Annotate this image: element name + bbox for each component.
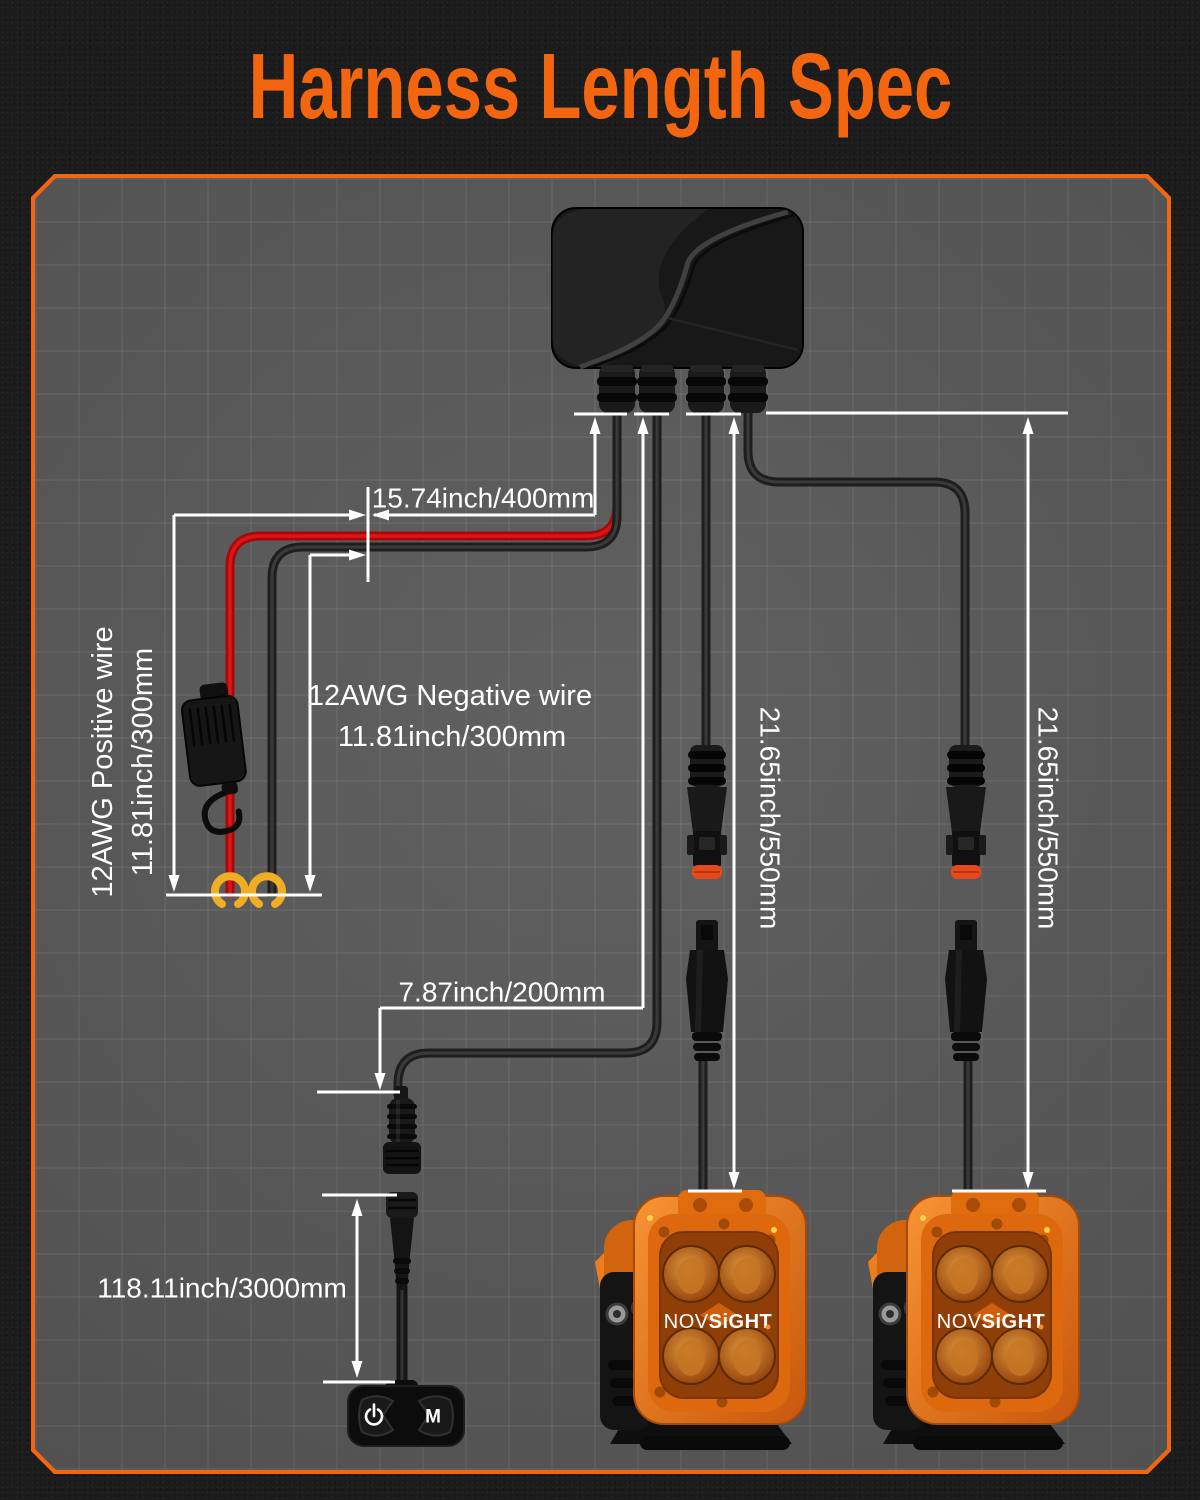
- switch-inline-connector-plug: [383, 1086, 421, 1174]
- negative-ring-terminal: [252, 876, 282, 904]
- control-switch: M: [347, 1380, 465, 1447]
- dim-label-3000mm: 118.11inch/3000mm: [97, 1273, 347, 1304]
- led-light-left: [593, 1188, 808, 1452]
- positive-wire-length-label: 11.81inch/300mm: [127, 648, 159, 876]
- positive-wire-label: 12AWG Positive wire: [87, 626, 119, 897]
- right-light-wire: [743, 410, 970, 750]
- dim-label-550mm-left: 21.65inch/550mm: [755, 707, 786, 930]
- fuse-holder: [180, 682, 247, 835]
- dimension-labels: 15.74inch/400mm 12AWG Positive wire 11.8…: [87, 483, 1064, 1304]
- switch-inline-connector-socket: [386, 1192, 418, 1290]
- led-light-right: [866, 1188, 1081, 1452]
- dim-label-550mm-right: 21.65inch/550mm: [1033, 707, 1064, 930]
- fuse-cap-leash: [201, 790, 243, 835]
- positive-wire-red: [225, 455, 622, 897]
- dim-label-200mm: 7.87inch/200mm: [398, 977, 605, 1008]
- wiring-harness: [225, 410, 973, 1392]
- negative-wire-label: 12AWG Negative wire: [308, 680, 592, 712]
- power-icon: [364, 1403, 384, 1426]
- dimension-lines: [166, 411, 1068, 1384]
- left-dt-connector: [685, 744, 729, 1062]
- controller-box: [551, 207, 804, 413]
- power-button[interactable]: [358, 1395, 395, 1437]
- mode-button-label: M: [425, 1407, 441, 1428]
- dim-label-400mm: 15.74inch/400mm: [372, 483, 595, 514]
- mode-button[interactable]: [417, 1395, 454, 1437]
- page-title: Harness Length Spec: [248, 34, 952, 138]
- negative-wire-length-label: 11.81inch/300mm: [338, 721, 566, 753]
- right-dt-connector: [944, 744, 988, 1062]
